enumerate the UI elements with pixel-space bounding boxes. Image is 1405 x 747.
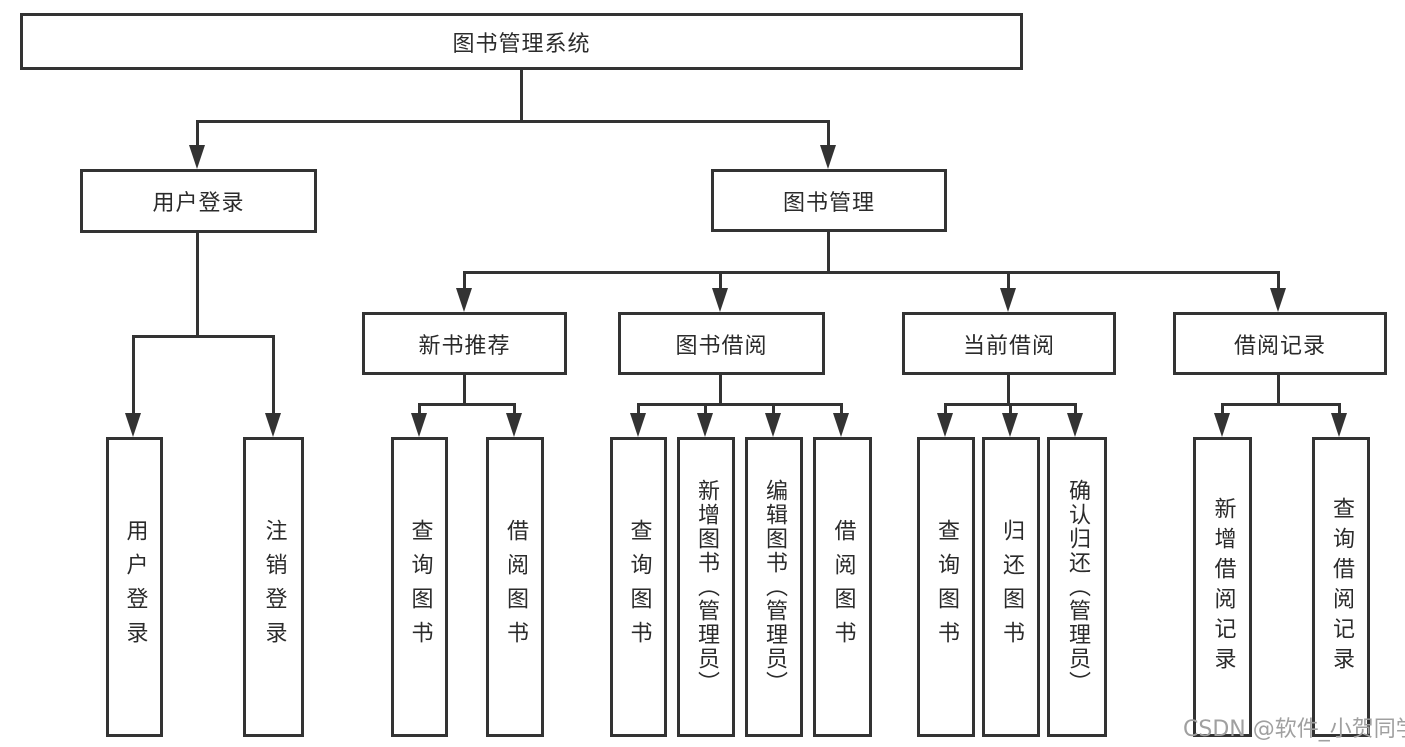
- leaf-nb-borrow-books-label: 借阅图书: [503, 519, 528, 655]
- leaf-logout: 注销登录: [243, 437, 304, 737]
- node-book-borrow: 图书借阅: [618, 312, 825, 375]
- arrowhead-icon: [833, 413, 849, 437]
- leaf-user-login-label: 用户登录: [122, 519, 148, 655]
- leaf-bb-add-books-admin-label: 新增图书（管理员）: [694, 479, 719, 695]
- arrowhead-icon: [1002, 413, 1018, 437]
- node-book-mgmt: 图书管理: [711, 169, 947, 232]
- arrowhead-icon: [125, 413, 141, 437]
- leaf-bb-add-books-admin: 新增图书（管理员）: [677, 437, 735, 737]
- connector-drop-book-borrow: [719, 271, 722, 291]
- connector-drop-cb-return: [1009, 403, 1012, 417]
- connector-drop-new-books: [463, 271, 466, 291]
- connector-level3-bus: [463, 271, 1280, 274]
- leaf-bb-query-books: 查询图书: [610, 437, 667, 737]
- leaf-cb-confirm-return-admin: 确认归还（管理员）: [1047, 437, 1107, 737]
- leaf-cb-return-books: 归还图书: [982, 437, 1040, 737]
- node-new-books-label: 新书推荐: [418, 333, 511, 359]
- arrowhead-icon: [1000, 288, 1016, 312]
- arrowhead-icon: [411, 413, 427, 437]
- arrowhead-icon: [1270, 288, 1286, 312]
- connector-drop-bb-edit: [772, 403, 775, 417]
- connector-new-books-stub: [463, 375, 466, 406]
- node-current-borrow: 当前借阅: [902, 312, 1116, 375]
- leaf-cb-return-books-label: 归还图书: [999, 519, 1024, 655]
- leaf-bb-query-books-label: 查询图书: [626, 519, 652, 655]
- node-user-login: 用户登录: [80, 169, 317, 233]
- connector-drop-book-mgmt: [827, 120, 830, 148]
- leaf-br-query-record-label: 查询借阅记录: [1329, 497, 1354, 677]
- leaf-br-add-record-label: 新增借阅记录: [1210, 497, 1236, 677]
- node-new-books: 新书推荐: [362, 312, 567, 375]
- node-root: 图书管理系统: [20, 13, 1023, 70]
- connector-drop-cb-confirm: [1074, 403, 1077, 417]
- node-user-login-label: 用户登录: [152, 191, 245, 216]
- connector-drop-br-add: [1221, 403, 1224, 417]
- connector-drop-nb-borrow: [513, 403, 516, 417]
- connector-drop-cb-query: [944, 403, 947, 417]
- node-book-mgmt-label: 图书管理: [782, 190, 875, 216]
- leaf-bb-edit-books-admin: 编辑图书（管理员）: [745, 437, 803, 737]
- node-book-borrow-label: 图书借阅: [675, 333, 768, 359]
- arrowhead-icon: [712, 288, 728, 312]
- node-borrow-records: 借阅记录: [1173, 312, 1387, 375]
- connector-drop-current-borrow: [1007, 271, 1010, 291]
- connector-drop-nb-query: [418, 403, 421, 417]
- arrowhead-icon: [765, 413, 781, 437]
- leaf-nb-query-books: 查询图书: [391, 437, 448, 737]
- arrowhead-icon: [1067, 413, 1083, 437]
- leaf-br-add-record: 新增借阅记录: [1193, 437, 1252, 737]
- leaf-user-login: 用户登录: [106, 437, 163, 737]
- connector-level2-bus: [196, 120, 829, 123]
- leaf-bb-borrow-books-label: 借阅图书: [830, 519, 856, 655]
- arrowhead-icon: [630, 413, 646, 437]
- arrowhead-icon: [265, 413, 281, 437]
- leaf-br-query-record: 查询借阅记录: [1312, 437, 1370, 737]
- arrowhead-icon: [189, 145, 205, 169]
- connector-drop-bb-borrow: [840, 403, 843, 417]
- leaf-cb-confirm-return-admin-label: 确认归还（管理员）: [1065, 479, 1090, 695]
- node-borrow-records-label: 借阅记录: [1233, 333, 1326, 359]
- connector-current-borrow-stub: [1007, 375, 1010, 406]
- node-root-label: 图书管理系统: [452, 31, 591, 57]
- connector-drop-user-login: [196, 120, 199, 148]
- leaf-cb-query-books-label: 查询图书: [934, 519, 959, 655]
- arrowhead-icon: [937, 413, 953, 437]
- connector-user-login-bus: [133, 335, 275, 338]
- arrowhead-icon: [820, 145, 836, 169]
- node-current-borrow-label: 当前借阅: [962, 333, 1055, 359]
- connector-book-mgmt-stub: [827, 232, 830, 274]
- arrowhead-icon: [1214, 413, 1230, 437]
- leaf-cb-query-books: 查询图书: [917, 437, 975, 737]
- arrowhead-icon: [1331, 413, 1347, 437]
- arrowhead-icon: [506, 413, 522, 437]
- connector-drop-borrow-records: [1277, 271, 1280, 291]
- leaf-bb-borrow-books: 借阅图书: [813, 437, 872, 737]
- connector-user-login-stub: [196, 233, 199, 337]
- connector-drop-bb-query: [637, 403, 640, 417]
- connector-drop-bb-add: [704, 403, 707, 417]
- arrowhead-icon: [456, 288, 472, 312]
- connector-drop-login: [132, 335, 135, 415]
- connector-drop-br-query: [1338, 403, 1341, 417]
- watermark: CSDN @软件_小贺同学: [1183, 717, 1405, 742]
- leaf-nb-borrow-books: 借阅图书: [486, 437, 544, 737]
- arrowhead-icon: [697, 413, 713, 437]
- leaf-logout-label: 注销登录: [261, 519, 287, 655]
- leaf-nb-query-books-label: 查询图书: [407, 519, 433, 655]
- connector-new-books-bus: [418, 403, 516, 406]
- connector-book-borrow-bus: [637, 403, 843, 406]
- connector-root-stub: [520, 69, 523, 121]
- leaf-bb-edit-books-admin-label: 编辑图书（管理员）: [762, 479, 787, 695]
- connector-borrow-records-stub: [1277, 375, 1280, 406]
- connector-drop-logout: [272, 335, 275, 415]
- connector-book-borrow-stub: [719, 375, 722, 406]
- connector-borrow-records-bus: [1221, 403, 1341, 406]
